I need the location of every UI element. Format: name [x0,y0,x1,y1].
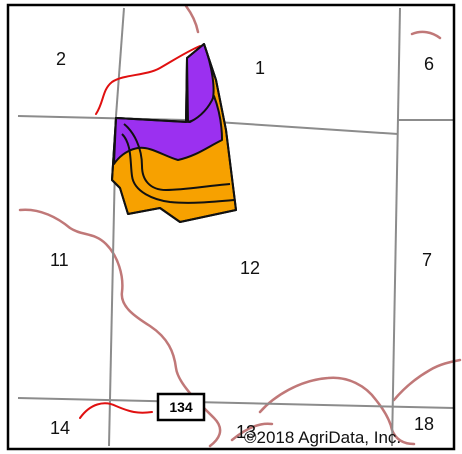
section-label-14: 14 [50,418,70,438]
section-line-h2 [17,397,455,409]
section-line-v2 [391,7,401,447]
copyright-text: ©2018 AgriData, Inc. [244,428,401,447]
stream-right-edge [392,358,462,402]
roads [79,45,201,419]
streams [18,4,462,448]
section-labels: 2 1 6 11 12 7 14 13 18 [50,49,434,442]
stream-left [18,208,222,448]
soil-outline [111,43,237,223]
stream-bottom-right [258,376,416,446]
section-label-11: 11 [50,250,69,270]
section-label-2: 2 [56,49,66,69]
stream-top-right [410,30,442,40]
road-shield-label: 134 [169,399,193,415]
road-top [95,45,201,115]
stream-bottom-small [230,422,274,442]
section-label-1: 1 [255,58,265,78]
soil-zone-purple-lower [113,95,223,165]
section-label-7: 7 [422,250,432,270]
soil-boundary-inner-2 [121,133,235,204]
soil-boundary-inner-1 [123,123,231,191]
section-label-6: 6 [424,54,434,74]
map-frame [6,3,456,451]
section-line-v1-top [115,7,125,117]
section-label-12: 12 [240,258,260,278]
section-label-18: 18 [414,414,434,434]
section-label-13: 13 [236,422,256,442]
soil-parcel [111,43,237,223]
road-shield: 134 [156,392,206,422]
road-shield-box [156,392,206,422]
road-bottom [79,402,153,419]
stream-top-center [184,4,200,34]
